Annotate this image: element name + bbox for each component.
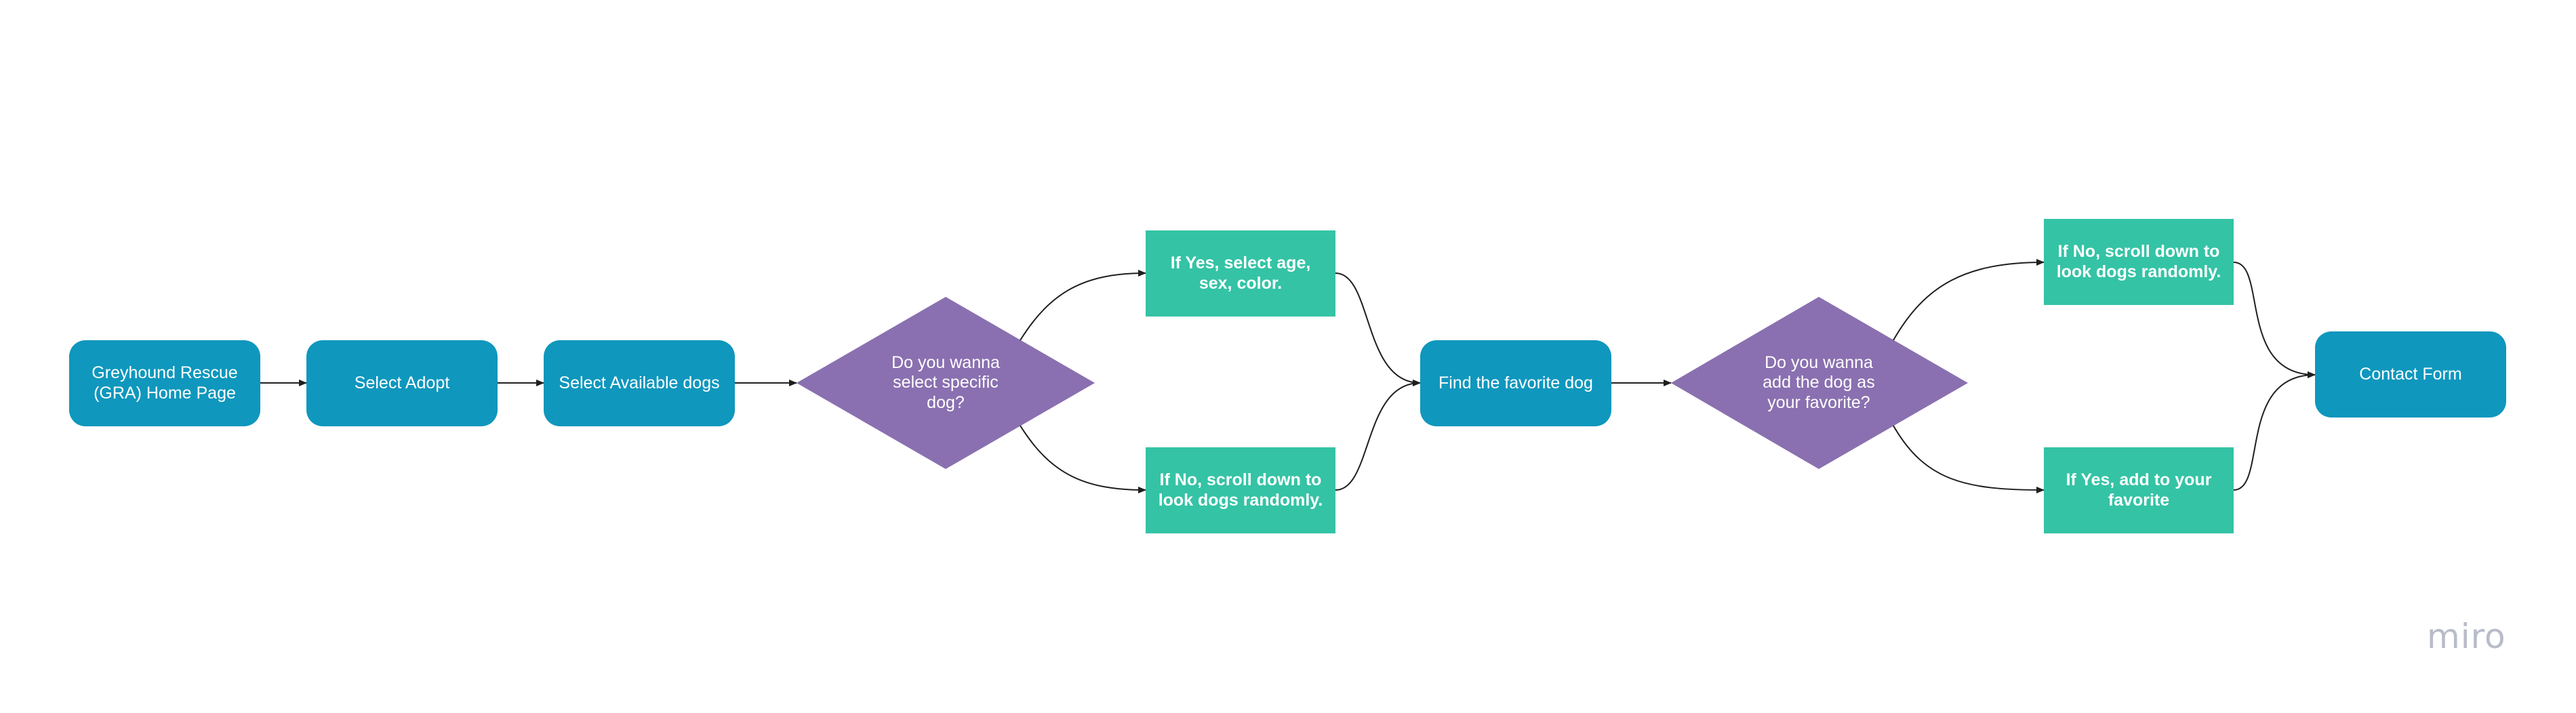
node-yes-select-attributes[interactable]: If Yes, select age, sex, color.	[1146, 230, 1335, 317]
decision1-label: Do you wanna select specific dog?	[891, 352, 1000, 412]
node-select-available-dogs[interactable]: Select Available dogs	[544, 340, 735, 426]
node-find-favorite-dog[interactable]: Find the favorite dog	[1420, 340, 1611, 426]
decision2-label: Do you wanna add the dog as your favorit…	[1763, 352, 1875, 412]
edge-decision2-to-yes	[1893, 425, 2045, 493]
edge-yes2-to-contact	[2233, 371, 2316, 491]
node-no-scroll-randomly-2[interactable]: If No, scroll down to look dogs randomly…	[2044, 219, 2234, 305]
edge-decision1-to-yes	[1020, 270, 1146, 341]
edge-yes-to-favorite	[1335, 272, 1421, 386]
miro-logo: miro	[2427, 617, 2506, 656]
edge-decision1-to-no	[1020, 425, 1146, 493]
node-contact-form[interactable]: Contact Form	[2315, 331, 2506, 417]
node-no-scroll-randomly-1[interactable]: If No, scroll down to look dogs randomly…	[1146, 447, 1335, 533]
edge-decision2-to-no	[1893, 259, 2045, 341]
node-home-page[interactable]: Greyhound Rescue (GRA) Home Page	[69, 340, 260, 426]
node-yes-add-favorite[interactable]: If Yes, add to your favorite	[2044, 447, 2234, 533]
node-select-adopt[interactable]: Select Adopt	[306, 340, 498, 426]
decision-diamond-add-favorite[interactable]	[1671, 297, 1968, 469]
edge-no-to-favorite	[1335, 380, 1421, 491]
edge-no2-to-contact	[2233, 262, 2316, 378]
